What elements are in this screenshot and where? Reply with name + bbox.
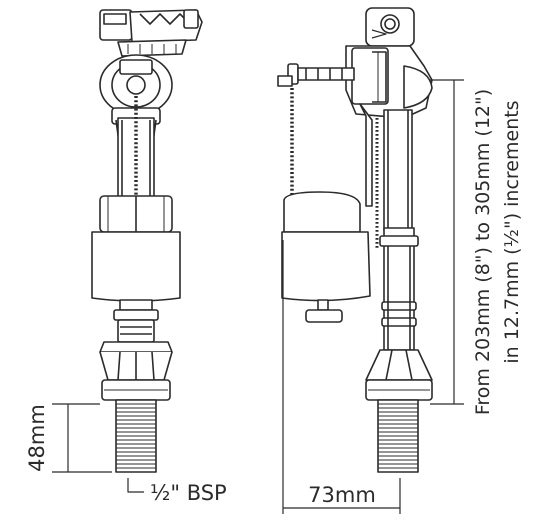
range-label-line-2: in 12.7mm (½") increments xyxy=(501,100,523,363)
front-valve-body xyxy=(99,54,173,151)
width-dimension-label: 73mm xyxy=(308,483,376,507)
front-float-top xyxy=(99,195,173,233)
front-base xyxy=(99,341,173,401)
front-head xyxy=(99,9,203,57)
front-view-valve xyxy=(91,9,203,473)
side-main-tube xyxy=(359,103,413,231)
range-dimension-lines xyxy=(430,79,464,405)
range-label-line-1: From 203mm (8") to 305mm (12") xyxy=(472,89,494,415)
thread-size-label: ½" BSP xyxy=(150,481,227,505)
side-threaded-tail xyxy=(377,399,419,473)
side-adjuster-knob xyxy=(305,299,343,323)
height-dimension-lines xyxy=(52,403,112,473)
side-top-cap xyxy=(365,7,415,47)
front-threaded-tail xyxy=(115,399,157,473)
width-dimension-lines xyxy=(282,240,401,514)
thread-leader-line xyxy=(127,478,144,493)
front-lower-stem xyxy=(113,299,159,343)
height-dimension-label: 48mm xyxy=(25,404,49,472)
side-float-arm xyxy=(277,63,355,87)
side-lower-tube xyxy=(379,227,419,351)
side-float xyxy=(281,191,371,302)
side-view-valve xyxy=(277,7,433,473)
side-head-body xyxy=(345,45,433,119)
front-float-cup xyxy=(91,231,181,302)
side-base xyxy=(365,349,433,401)
